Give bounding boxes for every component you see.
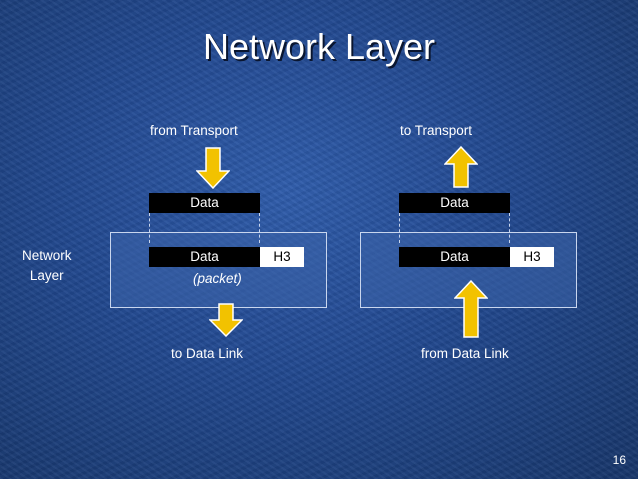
left-packet-data-cell: Data [149, 247, 260, 267]
left-dashed-guide [149, 213, 150, 243]
down-arrow-icon [209, 303, 243, 337]
left-network-layer-box [110, 232, 327, 308]
down-arrow-icon [196, 147, 230, 189]
page-number: 16 [612, 453, 626, 467]
slide-title: Network Layer [202, 26, 436, 67]
up-arrow-icon [454, 280, 488, 338]
to-data-link-label: to Data Link [171, 346, 244, 361]
packet-label: (packet) [193, 271, 242, 286]
right-dashed-guide [509, 213, 510, 243]
right-packet-data-cell: Data [399, 247, 510, 267]
to-transport-label: to Transport [400, 123, 473, 138]
right-transport-data-cell: Data [399, 193, 510, 213]
right-dashed-guide [399, 213, 400, 243]
up-arrow-icon [444, 146, 478, 188]
network-layer-side-label: Network Layer [22, 248, 72, 283]
from-transport-label: from Transport [150, 123, 238, 138]
left-h3-header-cell: H3 [260, 247, 304, 267]
left-dashed-guide [259, 213, 260, 243]
right-h3-header-cell: H3 [510, 247, 554, 267]
from-data-link-label: from Data Link [421, 346, 509, 361]
left-transport-data-cell: Data [149, 193, 260, 213]
